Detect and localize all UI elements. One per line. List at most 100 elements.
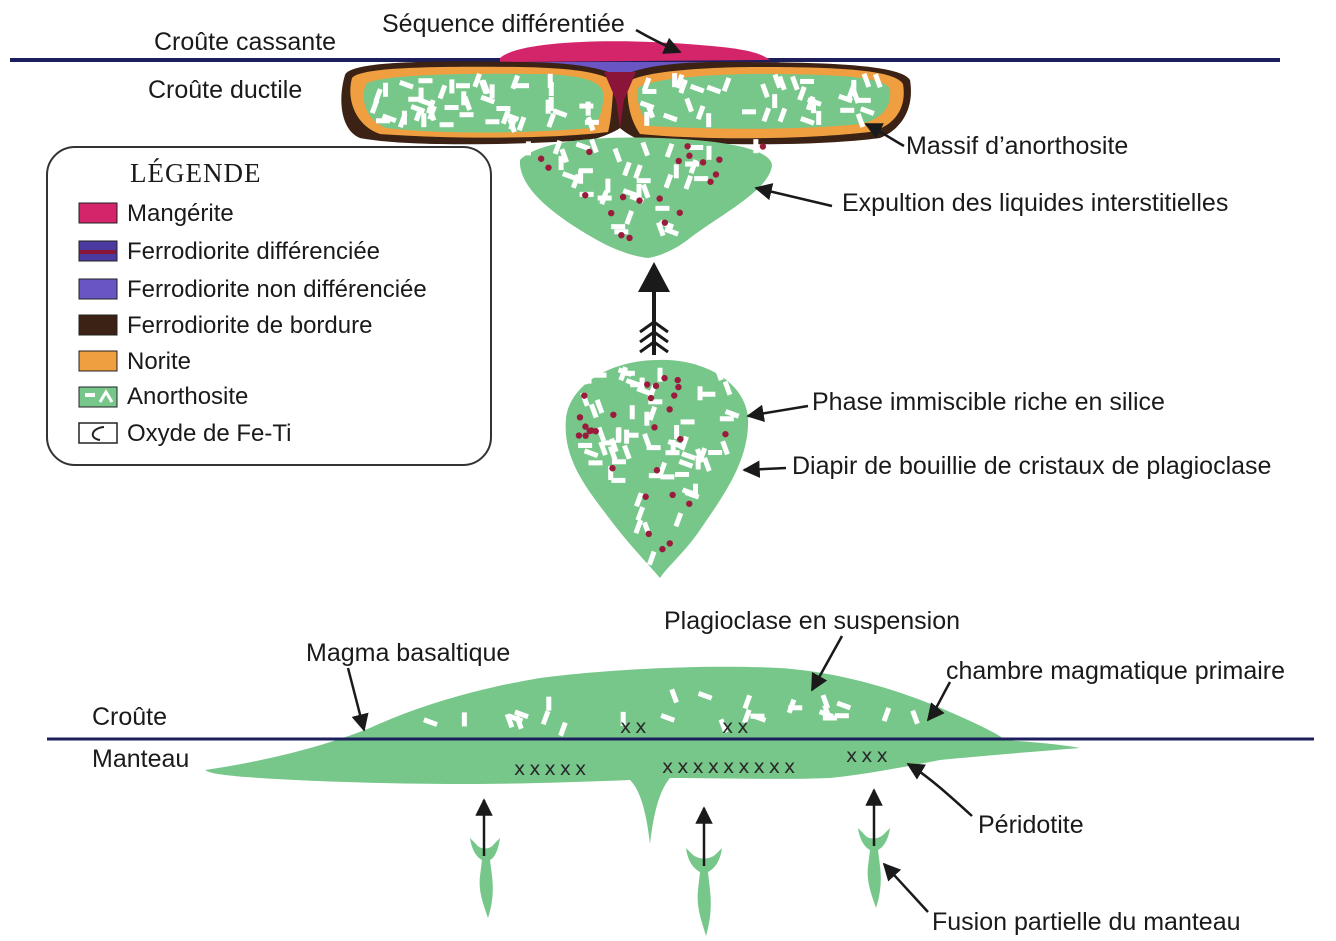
plagioclase-lath	[675, 472, 689, 477]
liquid-droplet	[642, 494, 648, 500]
liquid-droplet	[684, 143, 690, 149]
plagioclase-lath	[624, 430, 629, 444]
plagioclase-lath	[693, 484, 698, 498]
liquid-droplet	[666, 406, 672, 412]
plagioclase-lath	[456, 83, 470, 88]
legend-swatch-norite	[79, 351, 117, 371]
peridotite-marks-row-1: xxxxx	[514, 758, 590, 780]
leader-diapir	[744, 468, 786, 470]
legend-label-norite: Norite	[127, 348, 191, 375]
suspended-plagioclase	[750, 714, 764, 719]
legend-label-ferrodiorite-undifferentiated: Ferrodiorite non différenciée	[127, 276, 427, 303]
liquid-droplet	[656, 195, 662, 201]
legend-label-anorthosite: Anorthosite	[127, 383, 248, 410]
liquid-droplet	[582, 192, 588, 198]
liquid-droplet	[677, 210, 683, 216]
leader-fusion	[884, 864, 928, 912]
liquid-droplet	[587, 428, 593, 434]
plagioclase-lath	[772, 94, 777, 108]
plagioclase-lath	[840, 108, 854, 113]
liquid-droplet	[675, 377, 681, 383]
legend-swatch-ferrodiorite-undifferentiated	[79, 279, 117, 299]
label-manteau: Manteau	[92, 745, 189, 773]
liquid-droplet	[626, 235, 632, 241]
suspended-plagioclase	[835, 713, 849, 718]
label-croute: Croûte	[92, 703, 167, 731]
plagioclase-lath	[586, 102, 591, 116]
liquid-droplet	[676, 158, 682, 164]
legend-swatch-mangerite	[79, 203, 117, 223]
legend-title: LÉGENDE	[130, 158, 261, 188]
label-fusion-partielle: Fusion partielle du manteau	[932, 908, 1241, 936]
legend-label-ferrodiorite-border: Ferrodiorite de bordure	[127, 312, 372, 339]
liquid-droplet	[671, 392, 677, 398]
liquid-droplet	[661, 375, 667, 381]
plagioclase-lath	[674, 164, 679, 178]
plagioclase-lath	[630, 405, 635, 419]
legend-swatch-anorthosite	[79, 387, 117, 407]
liquid-droplet	[675, 384, 681, 390]
label-plagioclase-suspension: Plagioclase en suspension	[664, 607, 960, 635]
label-croute-cassante: Croûte cassante	[154, 28, 336, 56]
plagioclase-lath	[637, 178, 651, 183]
plagioclase-lath	[644, 112, 649, 126]
legend-label-mangerite: Mangérite	[127, 200, 234, 227]
liquid-droplet	[610, 412, 616, 418]
differentiated-sequence	[500, 41, 770, 62]
plagioclase-lath	[611, 478, 625, 483]
plagioclase-lath	[496, 106, 510, 111]
plagioclase-lath	[857, 98, 871, 103]
liquid-droplet	[648, 395, 654, 401]
plagioclase-lath	[706, 146, 711, 160]
plagioclase-lath	[460, 112, 474, 117]
leader-expulsion	[756, 188, 832, 206]
label-sequence-differentiee: Séquence différentiée	[382, 10, 625, 38]
liquid-droplet	[686, 501, 692, 507]
plagioclase-lath	[644, 412, 649, 426]
liquid-droplet	[646, 531, 652, 537]
legend-label-ferrodiorite-differentiated: Ferrodiorite différenciée	[127, 238, 380, 265]
plagioclase-lath	[588, 460, 602, 465]
legend-label-oxide: Oxyde de Fe-Ti	[127, 420, 292, 447]
peridotite-marks-small-1: xx	[620, 716, 651, 738]
liquid-droplet	[651, 424, 657, 430]
plagioclase-lath	[612, 459, 626, 464]
plagioclase-lath	[376, 118, 390, 123]
label-croute-ductile: Croûte ductile	[148, 76, 302, 104]
peridotite-marks-row-3: xxx	[846, 745, 892, 767]
liquid-droplet	[586, 149, 592, 155]
plagioclase-lath	[630, 382, 644, 387]
plagioclase-lath	[526, 141, 531, 155]
plagioclase-lath	[440, 122, 454, 127]
liquid-droplet	[538, 156, 544, 162]
partial-melt-feeders	[470, 790, 890, 936]
plagioclase-lath	[689, 145, 703, 150]
plagioclase-lath	[490, 84, 495, 98]
plagioclase-lath	[621, 371, 635, 376]
liquid-droplet	[677, 436, 683, 442]
plagioclase-lath	[548, 74, 553, 88]
label-phase-immiscible: Phase immiscible riche en silice	[812, 388, 1165, 416]
label-expulsion: Expultion des liquides interstitielles	[842, 189, 1228, 217]
plagioclase-lath	[418, 78, 432, 83]
legend-swatch-ferrodiorite-differentiated	[79, 241, 117, 261]
liquid-droplet	[707, 179, 713, 185]
plagioclase-lath	[666, 450, 680, 455]
liquid-droplet	[644, 381, 650, 387]
liquid-droplet	[667, 540, 673, 546]
peridotite-marks-small-2: xx	[722, 716, 753, 738]
plagioclase-lath	[449, 79, 454, 93]
plagioclase-lath	[602, 440, 616, 445]
plagioclase-lath	[593, 373, 607, 378]
liquid-droplet	[669, 492, 675, 498]
plagioclase-lath	[720, 416, 734, 421]
plagioclase-lath	[685, 162, 699, 167]
liquid-droplet	[662, 219, 668, 225]
liquid-droplet	[576, 432, 582, 438]
leader-phase	[748, 406, 808, 416]
plagioclase-lath	[800, 79, 814, 84]
liquid-droplet	[593, 428, 599, 434]
plagioclase-lath	[445, 105, 459, 110]
plagioclase-lath	[851, 80, 856, 94]
peridotite-marks-row-2: xxxxxxxxx	[662, 756, 799, 778]
